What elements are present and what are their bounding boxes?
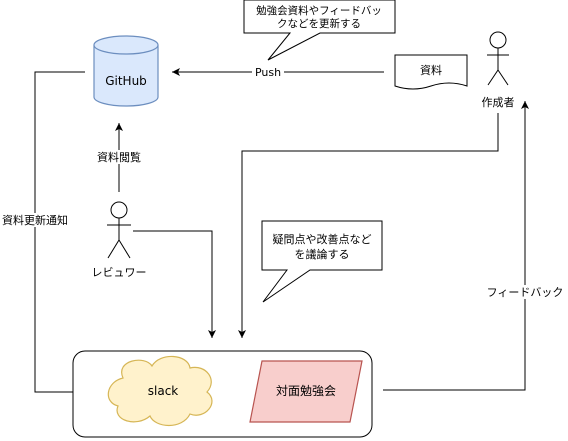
feedback-label-bg: [482, 285, 568, 299]
discuss-callout: 疑問点や改善点など を議論する: [261, 220, 383, 303]
reviewer-head: [110, 201, 128, 219]
meeting-label: 対面勉強会: [276, 384, 336, 398]
feedback-arrow: [383, 101, 529, 391]
author-actor: [487, 31, 509, 86]
notify-arrow: [34, 71, 93, 396]
author-head: [489, 31, 507, 49]
meeting-node: 対面勉強会: [249, 360, 363, 423]
github-node: GitHub: [93, 35, 159, 107]
update-callout-line1: 勉強会資料やフィードバッ: [256, 4, 382, 17]
document-label: 資料: [420, 63, 442, 77]
feedback-label: フィードバック: [487, 286, 564, 299]
github-label: GitHub: [105, 74, 147, 88]
update-callout: 勉強会資料やフィードバッ クなどを更新する: [243, 0, 396, 61]
slack-label: slack: [148, 384, 179, 398]
author-to-meeting-arrow: [238, 113, 499, 338]
slack-node: slack: [107, 355, 213, 427]
notify-label: 資料更新通知: [2, 213, 68, 227]
discuss-callout-line1: 疑問点や改善点など: [273, 232, 372, 246]
reviewer-label: レビュワー: [92, 266, 147, 279]
discuss-callout-line2: を議論する: [295, 247, 350, 261]
push-label: Push: [255, 66, 281, 79]
author-label: 作成者: [482, 96, 515, 109]
reviewer-actor: [107, 201, 131, 259]
view-label: 資料閲覧: [97, 150, 141, 164]
push-label-bg: [252, 66, 284, 79]
view-label-bg: [91, 150, 147, 164]
document-node: 資料: [394, 54, 468, 90]
reviewer-to-meeting-arrow: [133, 230, 216, 338]
notify-label-bg: [0, 213, 70, 227]
update-callout-line2: クなどを更新する: [277, 17, 361, 30]
